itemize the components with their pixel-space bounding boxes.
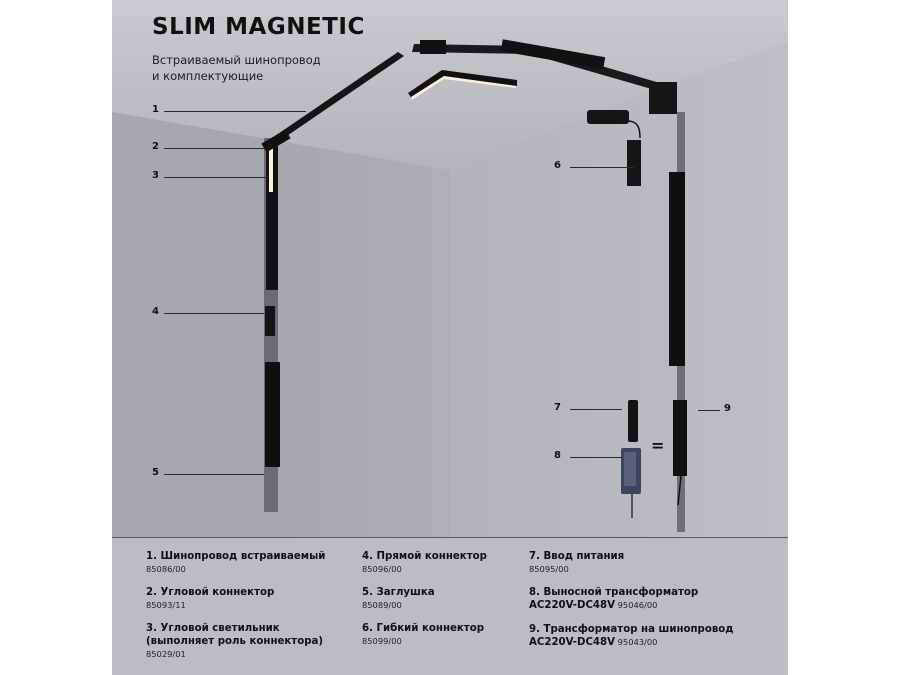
subtitle-line-2: и комплектующие [152, 69, 264, 83]
page-subtitle: Встраиваемый шинопровод и комплектующие [152, 52, 372, 84]
callout-8-leader-line [570, 457, 622, 459]
product-infographic: SLIM MAGNETIC Встраиваемый шинопровод и … [112, 0, 788, 675]
legend-item-2: 2. Угловой коннектор 85093/11 [146, 587, 275, 610]
callout-2-leader-line [164, 148, 264, 150]
callout-7: 7 [554, 402, 622, 413]
legend-item-3: 3. Угловой светильник (выполняет роль ко… [146, 623, 324, 659]
callout-5: 5 [152, 467, 264, 478]
equals-sign: = [651, 436, 665, 455]
callout-5-leader-line [164, 474, 264, 476]
callout-7-leader-line [570, 409, 622, 411]
legend-column-1: 1. Шинопровод встраиваемый 85086/00 2. У… [146, 550, 325, 671]
legend-item-6: 6. Гибкий коннектор 85099/00 [362, 623, 484, 646]
callout-1: 1 [152, 104, 306, 115]
callout-4-leader-line [164, 313, 264, 315]
callout-3-leader-line [164, 177, 268, 179]
room-scene [112, 0, 788, 539]
callout-9-leader-line [698, 410, 720, 412]
callout-4: 4 [152, 306, 264, 317]
callout-3: 3 [152, 170, 268, 181]
callout-2: 2 [152, 141, 264, 152]
callout-8: 8 [554, 450, 622, 461]
subtitle-line-1: Встраиваемый шинопровод [152, 53, 321, 67]
callout-6: 6 [554, 160, 634, 171]
legend-item-9: 9. Трансформатор на шинопровод AC220V-DC… [529, 624, 734, 648]
callout-6-leader-line [570, 167, 634, 169]
room-illustration [112, 0, 788, 538]
callout-1-leader-line [164, 111, 306, 113]
legend-column-2: 4. Прямой коннектор 85096/00 5. Заглушка… [362, 550, 487, 658]
legend-item-7: 7. Ввод питания 85095/00 [529, 551, 625, 574]
legend-item-4: 4. Прямой коннектор 85096/00 [362, 551, 487, 574]
page-title: SLIM MAGNETIC [152, 14, 365, 40]
legend-item-8: 8. Выносной трансформатор AC220V-DC48V 9… [529, 587, 699, 611]
legend-item-1: 1. Шинопровод встраиваемый 85086/00 [146, 551, 326, 574]
legend-column-3: 7. Ввод питания 85095/00 8. Выносной тра… [529, 550, 734, 660]
legend-item-5: 5. Заглушка 85089/00 [362, 587, 435, 610]
legend-panel: 1. Шинопровод встраиваемый 85086/00 2. У… [112, 538, 788, 675]
callout-9: 9 [698, 403, 731, 414]
